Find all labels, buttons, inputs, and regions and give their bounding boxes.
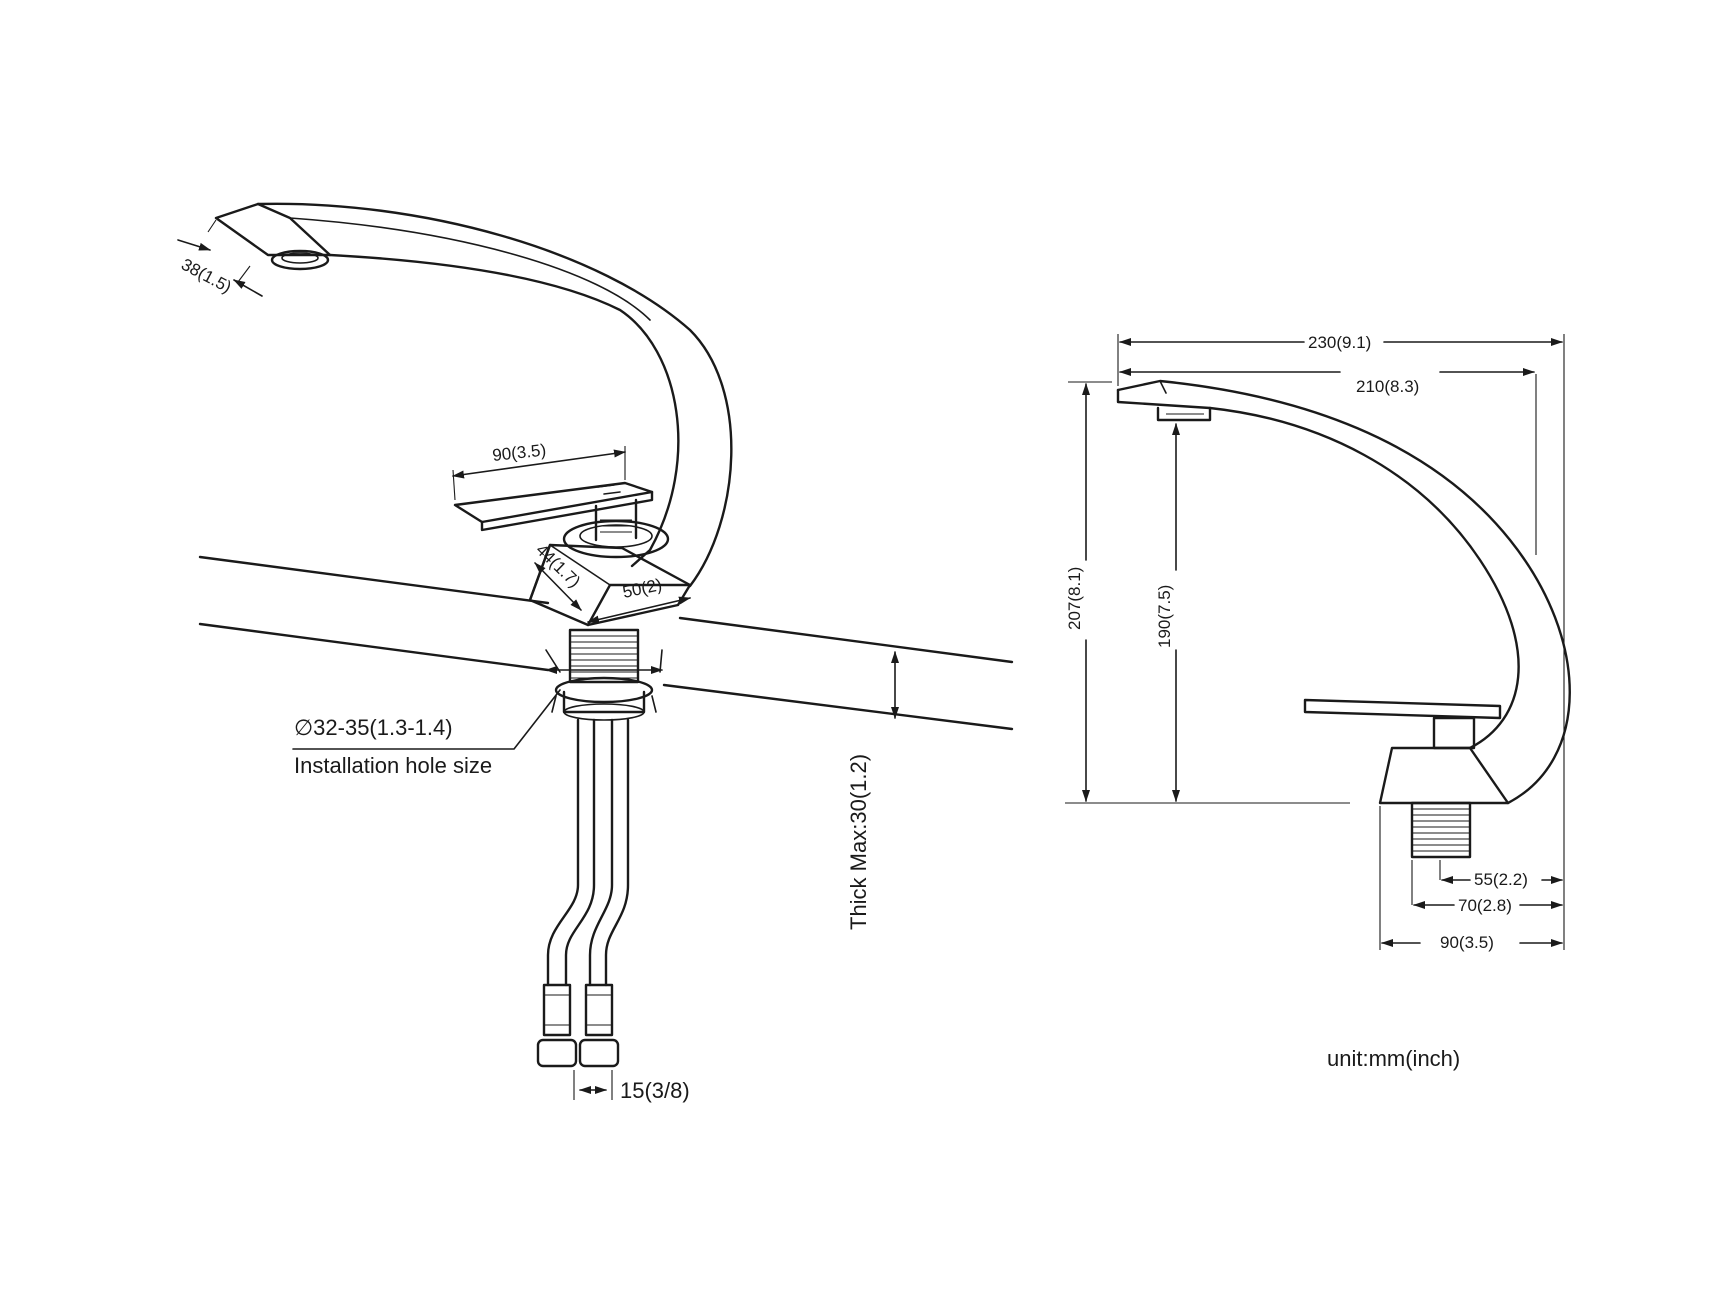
- dim-handle-length: [452, 446, 626, 501]
- side-view-faucet: [1116, 379, 1571, 859]
- label-hole-size-value: ∅32-35(1.3-1.4): [294, 715, 453, 740]
- label-hole-size: Installation hole size: [294, 753, 492, 778]
- label-outlet-width: 38(1.5): [178, 255, 234, 297]
- label-shank-offset: 55(2.2): [1474, 870, 1528, 889]
- dim-hose-spacing: [573, 1070, 613, 1100]
- faucet-handle: [453, 481, 670, 559]
- supply-hoses: [536, 718, 630, 1068]
- dim-base-width: [587, 596, 691, 624]
- label-total-height: 207(8.1): [1065, 567, 1084, 630]
- dim-hole-size: [292, 649, 663, 750]
- dim-outlet-width: [177, 219, 263, 297]
- label-spout-reach: 210(8.3): [1356, 377, 1419, 396]
- label-outlet-height: 190(7.5): [1155, 585, 1174, 648]
- dim-base-depth: [534, 562, 582, 611]
- label-shank-to-front: 70(2.8): [1458, 896, 1512, 915]
- unit-note: unit:mm(inch): [1327, 1046, 1460, 1071]
- threaded-shank: [551, 628, 657, 721]
- countertop-slab: [198, 555, 1014, 731]
- label-overall-length: 230(9.1): [1308, 333, 1371, 352]
- label-base-length: 90(3.5): [1440, 933, 1494, 952]
- side-extension-lines: [1065, 334, 1565, 950]
- label-base-depth: 44(1.7): [532, 540, 584, 591]
- faucet-spout: [214, 202, 733, 588]
- label-thickness: Thick Max:30(1.2): [846, 754, 871, 930]
- label-handle-length: 90(3.5): [491, 440, 547, 465]
- label-base-width: 50(2): [621, 575, 664, 602]
- label-hose-spacing: 15(3/8): [620, 1078, 690, 1103]
